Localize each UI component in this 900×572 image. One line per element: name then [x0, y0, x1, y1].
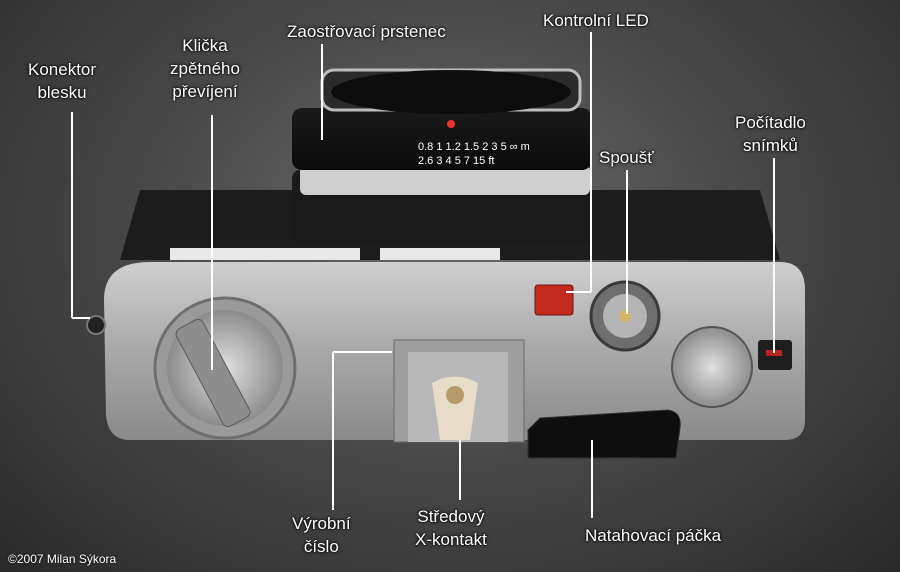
center-x-contact — [432, 376, 478, 440]
focus-index-dot — [447, 120, 455, 128]
scale-feet: 2.6 3 4 5 7 15 ft — [418, 155, 495, 167]
label-advance-lever: Natahovací páčka — [585, 526, 722, 545]
label-shutter-release: Spoušť — [599, 148, 654, 167]
copyright-credit: ©2007 Milan Sýkora — [8, 552, 117, 566]
advance-lever — [527, 409, 681, 459]
rewind-crank — [175, 319, 251, 427]
advance-dial — [671, 326, 753, 408]
flash-connector — [86, 315, 106, 335]
scale-meters: 0.8 1 1.2 1.5 2 3 5 ∞ m — [418, 141, 530, 153]
control-led — [534, 284, 574, 316]
label-focus-ring: Zaostřovací prstenec — [287, 22, 446, 41]
label-control-led: Kontrolní LED — [543, 11, 649, 30]
lens-distance-scale: 0.8 1 1.2 1.5 2 3 5 ∞ m 2.6 3 4 5 7 15 f… — [418, 140, 530, 168]
focus-ring — [292, 108, 592, 170]
